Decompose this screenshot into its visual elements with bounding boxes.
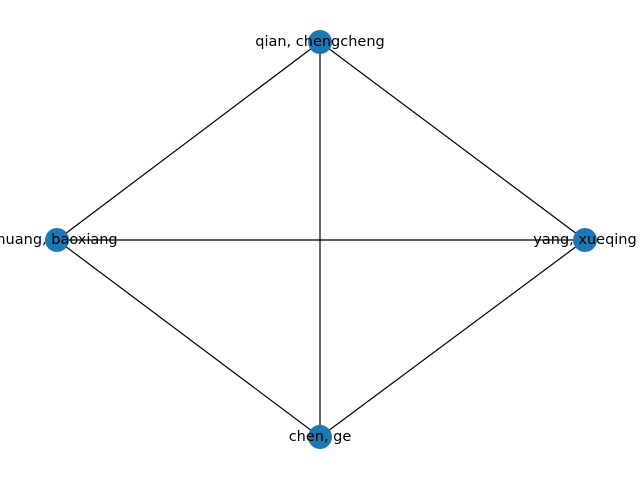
node-chen bbox=[308, 425, 332, 449]
node-qian bbox=[308, 30, 332, 54]
edge-qian-huang bbox=[56, 41, 321, 241]
labels-layer: qian, chengcheng huang, baoxiang yang, xue… bbox=[0, 34, 637, 445]
node-yang bbox=[573, 228, 597, 252]
node-label-qian: qian, chengcheng bbox=[255, 34, 384, 50]
edges-layer bbox=[56, 41, 586, 438]
nodes-layer bbox=[45, 30, 597, 449]
edge-huang-chen bbox=[56, 239, 321, 438]
edge-qian-yang bbox=[319, 41, 586, 241]
node-huang bbox=[45, 228, 69, 252]
node-label-chen: chen, ge bbox=[289, 429, 352, 445]
node-label-yang: yang, xueqing bbox=[533, 232, 636, 248]
node-label-huang: huang, baoxiang bbox=[0, 232, 118, 248]
edge-yang-chen bbox=[319, 239, 586, 438]
